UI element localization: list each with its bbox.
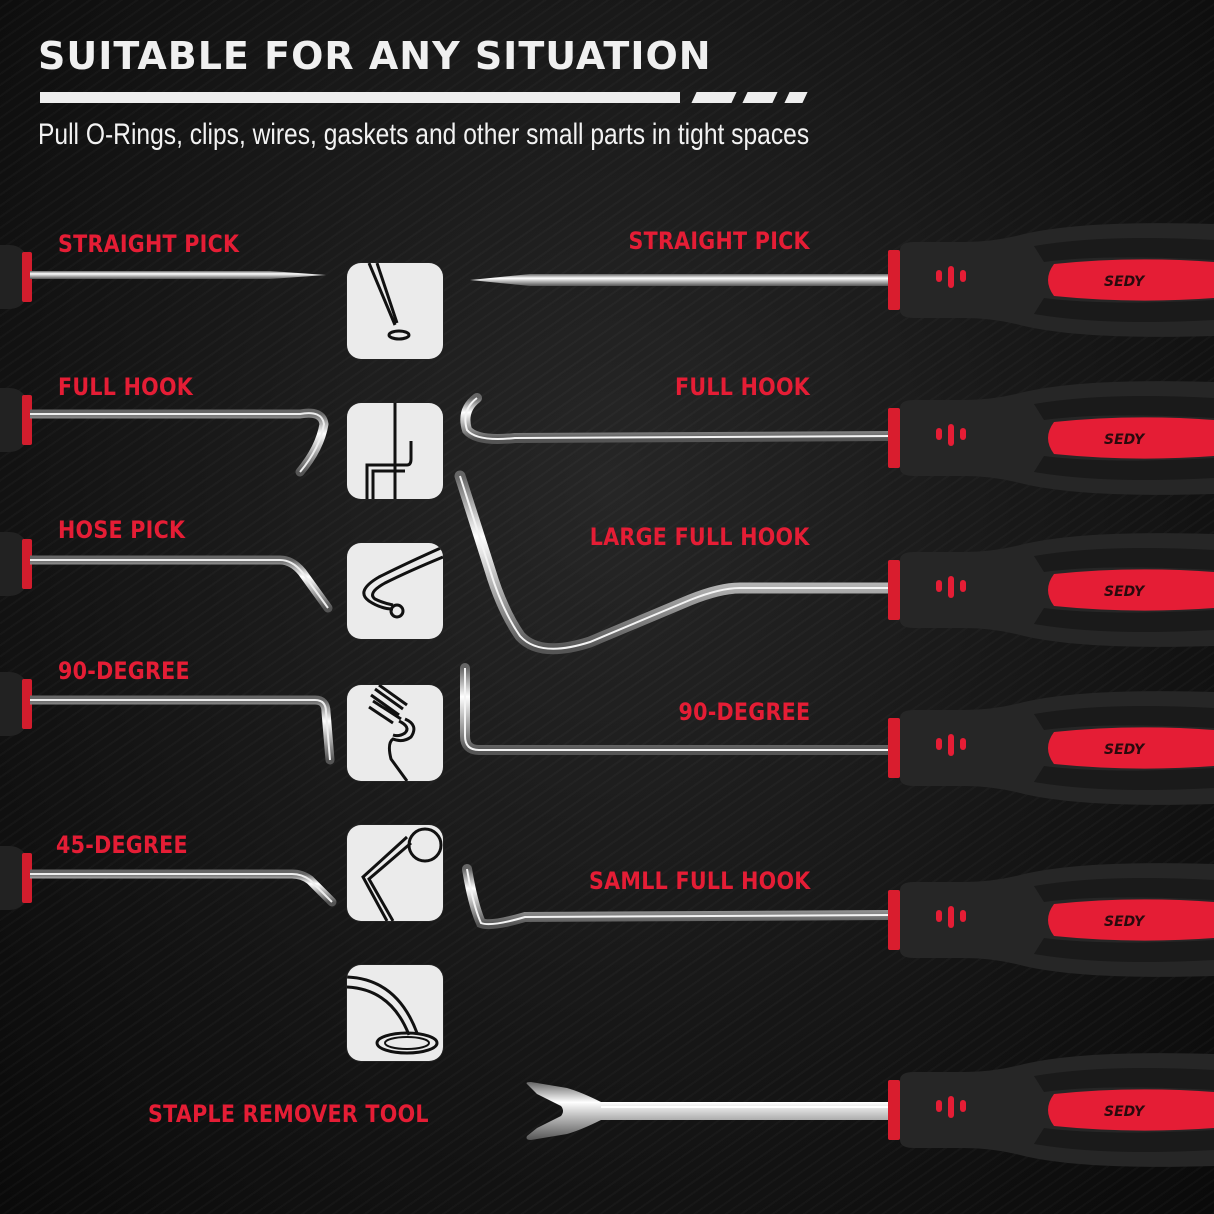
svg-text:SEDY: SEDY [1104,432,1146,448]
page-title: SUITABLE FOR ANY SITUATION [38,34,712,78]
tool-label: FULL HOOK [674,373,810,401]
straight-pick-shaft-icon [470,274,895,286]
title-underline-dash [691,92,737,103]
svg-text:SEDY: SEDY [1104,274,1146,290]
tool-label: STRAIGHT PICK [58,230,240,258]
tool-label: FULL HOOK [58,373,194,401]
tool-label: HOSE PICK [58,516,186,544]
left-tool-90-degree: 90-DEGREE [0,652,340,772]
tool-label: SAMLL FULL HOOK [588,867,810,895]
hose-ring-icon [347,543,443,639]
hose-pick-shaft-icon [30,555,333,613]
left-tool-hose-pick: HOSE PICK [0,512,340,622]
straight-pick-shaft-icon [30,271,326,279]
handle-collar [22,252,32,302]
full-hook-shaft-icon [460,393,895,444]
left-tool-45-degree: 45-DEGREE [0,826,340,926]
90-degree-shaft-icon [30,695,335,765]
svg-text:SEDY: SEDY [1104,914,1146,930]
90-degree-shaft-icon [460,663,895,755]
ring-pull-icon [347,825,443,921]
tool-handle: SEDY [884,530,1214,650]
large-full-hook-shaft-icon [454,470,895,655]
tool-handle: SEDY [884,1050,1214,1170]
tool-handle: SEDY [884,688,1214,808]
full-hook-shaft-icon [30,408,329,477]
wire-pull-icon [347,403,443,499]
right-tool-straight-pick: STRAIGHT PICK SEDY [460,220,1214,350]
right-tool-90-degree: 90-DEGREE SEDY [455,660,1214,810]
title-underline-dash [742,92,778,103]
spring-hook-icon [347,685,443,781]
45-degree-shaft-icon [30,869,337,907]
right-tool-large-full-hook: LARGE FULL HOOK SEDY [450,470,1214,670]
tool-label: STRAIGHT PICK [628,227,810,255]
gasket-lift-icon [347,965,443,1061]
handle-collar [22,539,32,589]
tool-label: STAPLE REMOVER TOOL [148,1100,429,1128]
svg-text:SEDY: SEDY [1104,584,1146,600]
right-tool-full-hook: FULL HOOK SEDY [455,370,1214,500]
right-tool-staple-remover: STAPLE REMOVER TOOL SEDY [0,1050,1214,1180]
tool-label: 45-DEGREE [56,831,188,859]
title-underline [40,92,680,103]
tool-handle: SEDY [884,378,1214,498]
handle-icon: SEDY [888,223,1214,337]
tool-label: 90-DEGREE [58,657,190,685]
svg-text:SEDY: SEDY [1104,1104,1146,1120]
page-subtitle: Pull O-Rings, clips, wires, gaskets and … [38,118,810,151]
title-underline-dash [784,92,808,103]
left-tool-full-hook: FULL HOOK [0,368,340,478]
needle-ring-icon [347,263,443,359]
tool-handle: SEDY [884,860,1214,980]
tool-label: LARGE FULL HOOK [590,523,810,551]
tool-label: 90-DEGREE [678,698,810,726]
left-tool-straight-pick: STRAIGHT PICK [0,225,340,325]
right-tool-small-full-hook: SAMLL FULL HOOK SEDY [455,855,1214,995]
handle-collar [22,853,32,903]
tool-handle: SEDY [884,220,1214,340]
staple-remover-blade-icon [526,1082,895,1140]
handle-collar [22,395,32,445]
svg-text:SEDY: SEDY [1104,742,1146,758]
small-full-hook-shaft-icon [462,864,895,930]
handle-collar [22,679,32,729]
